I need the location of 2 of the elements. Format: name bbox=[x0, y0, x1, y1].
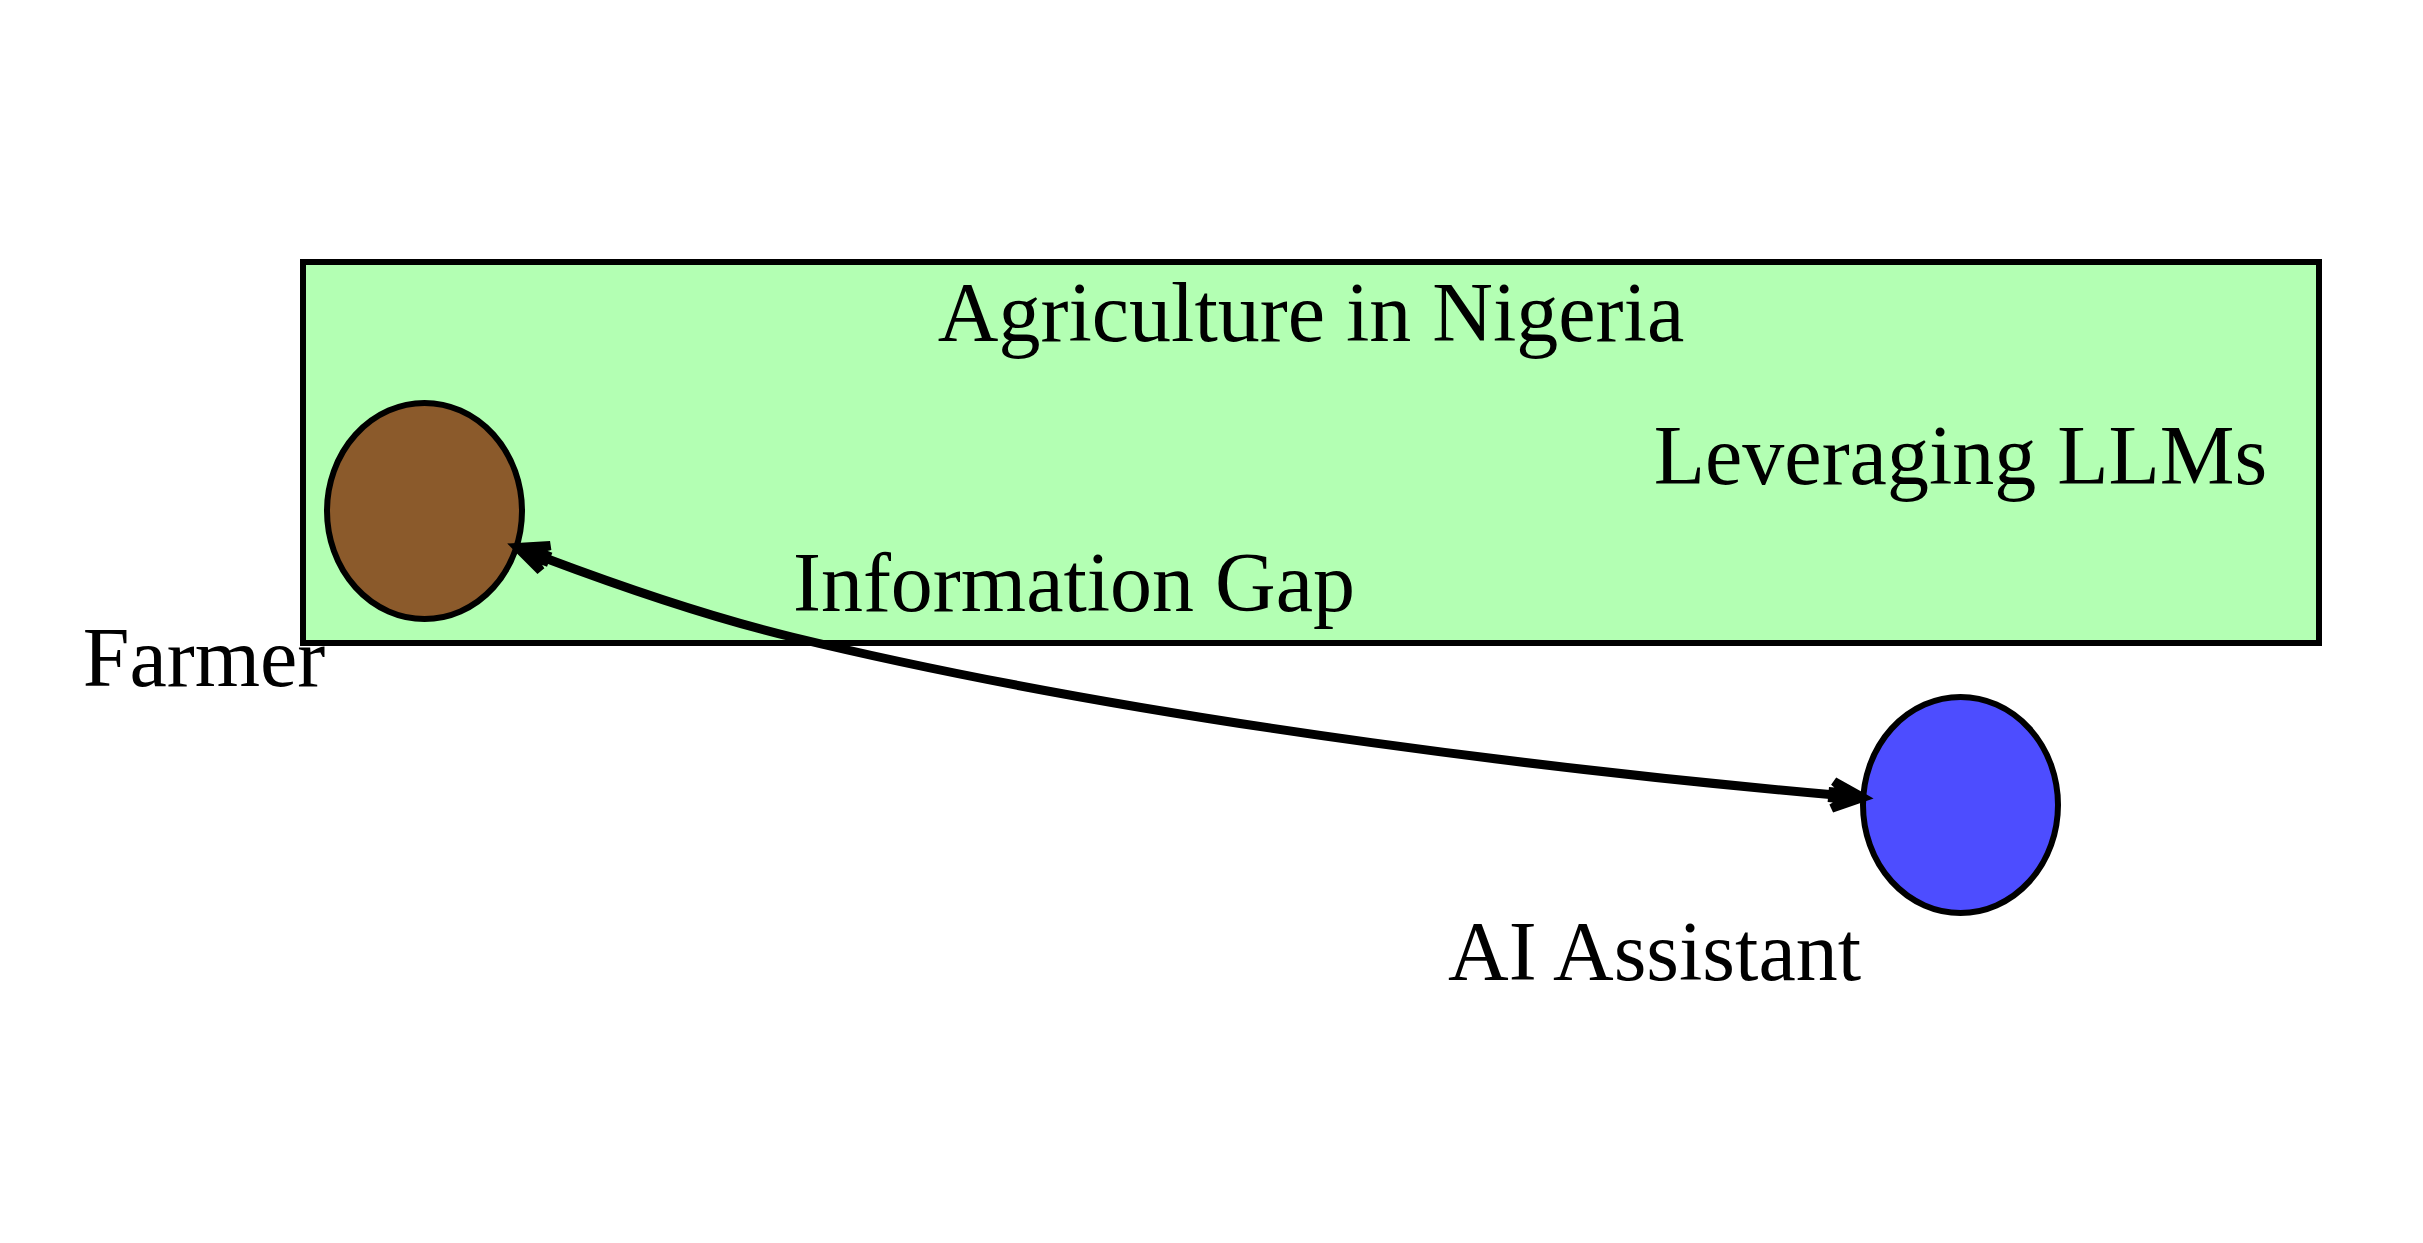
label: Leveraging LLMs bbox=[1653, 408, 2267, 502]
node-label: AI Assistant bbox=[1447, 904, 1861, 998]
